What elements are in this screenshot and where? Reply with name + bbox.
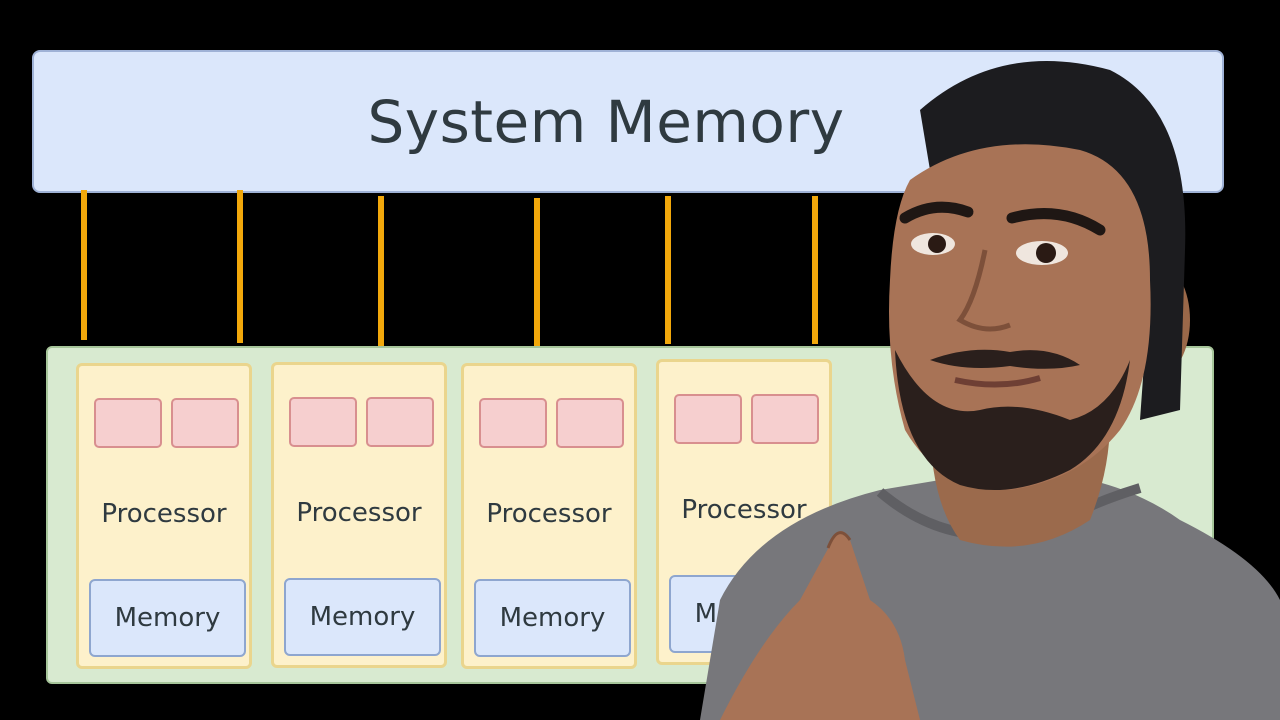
interconnect-line: [81, 190, 87, 340]
processor-label: Processor: [101, 499, 227, 529]
interconnect-line: [378, 196, 384, 346]
presenter-beard: [895, 350, 1130, 490]
cpu-core: [366, 397, 434, 447]
interconnect-line: [665, 196, 671, 344]
presenter-face: [889, 144, 1151, 490]
presenter-hand: [720, 531, 920, 720]
interconnect-line: [534, 198, 540, 350]
cpu-core: [751, 394, 819, 444]
processor-node: Processor Memory: [271, 362, 447, 668]
interconnect-line: [812, 196, 818, 344]
cpu-core: [289, 397, 357, 447]
cpu-core: [479, 398, 547, 448]
processor-label: Processor: [681, 495, 807, 525]
processor-node: Processor Memory: [461, 363, 637, 669]
cpu-core: [94, 398, 162, 448]
cpu-core: [171, 398, 239, 448]
presenter-mouth: [954, 375, 1041, 388]
presenter-eyebrow: [1006, 208, 1106, 236]
system-memory-label: System Memory: [367, 87, 845, 156]
interconnect-line: [237, 190, 243, 343]
local-memory-block: Memory: [474, 579, 631, 657]
processor-label: Processor: [486, 499, 612, 529]
processor-node: Processor Memory: [76, 363, 252, 669]
cpu-core: [674, 394, 742, 444]
processor-label: Processor: [296, 498, 422, 528]
presenter-nose: [956, 249, 1011, 332]
presenter-eyebrow: [899, 201, 974, 224]
local-memory-block: Memory: [89, 579, 246, 657]
cpu-core: [556, 398, 624, 448]
local-memory-block: Memory: [284, 578, 441, 656]
